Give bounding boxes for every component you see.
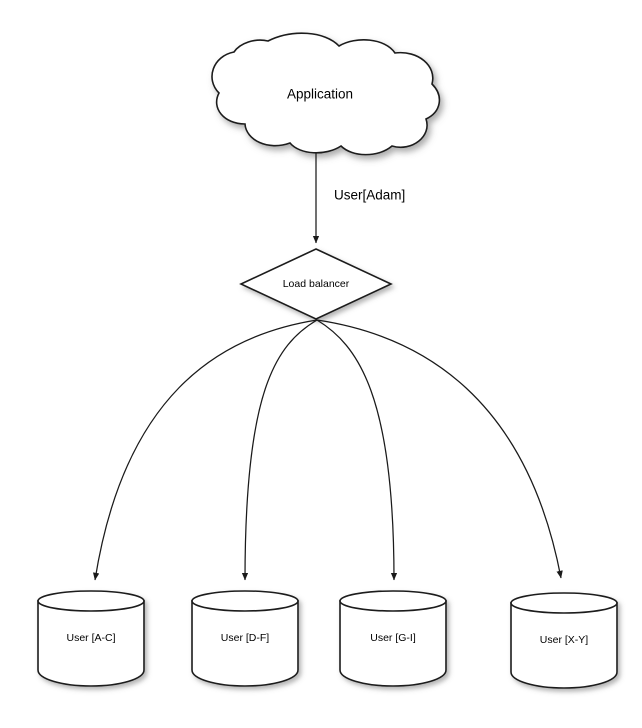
node-shard-2[interactable]: User [D-F]: [191, 590, 299, 687]
connector-curve-shard-4: [316, 319, 563, 579]
diamond-icon: [239, 248, 393, 320]
node-shard-1[interactable]: User [A-C]: [37, 590, 145, 687]
edge-application-to-balancer: User[Adam]: [312, 153, 405, 244]
shard-1-label: User [A-C]: [66, 632, 115, 644]
node-application[interactable]: Application: [211, 32, 441, 156]
load-balancer-label: Load balancer: [283, 278, 350, 290]
shard-2-label: User [D-F]: [221, 632, 269, 644]
cloud-icon: [211, 32, 441, 156]
database-icon: [37, 590, 145, 687]
node-shard-4[interactable]: User [X-Y]: [510, 592, 618, 689]
connector-curve-shard-3: [316, 319, 398, 581]
database-icon: [510, 592, 618, 689]
node-load-balancer[interactable]: Load balancer: [239, 248, 393, 320]
edge-balancer-to-shard-1: [92, 319, 318, 581]
edge-label-user-adam: User[Adam]: [334, 188, 405, 203]
edge-balancer-to-shard-2: [241, 319, 318, 581]
database-icon: [191, 590, 299, 687]
shard-3-label: User [G-I]: [370, 632, 416, 644]
connector-curve-shard-1: [92, 319, 318, 581]
edge-balancer-to-shard-4: [316, 319, 563, 579]
node-shard-3[interactable]: User [G-I]: [339, 590, 447, 687]
database-icon: [339, 590, 447, 687]
application-label: Application: [287, 87, 353, 102]
edge-balancer-to-shard-3: [316, 319, 398, 581]
connector-curve-shard-2: [241, 319, 318, 581]
shard-4-label: User [X-Y]: [540, 634, 589, 646]
